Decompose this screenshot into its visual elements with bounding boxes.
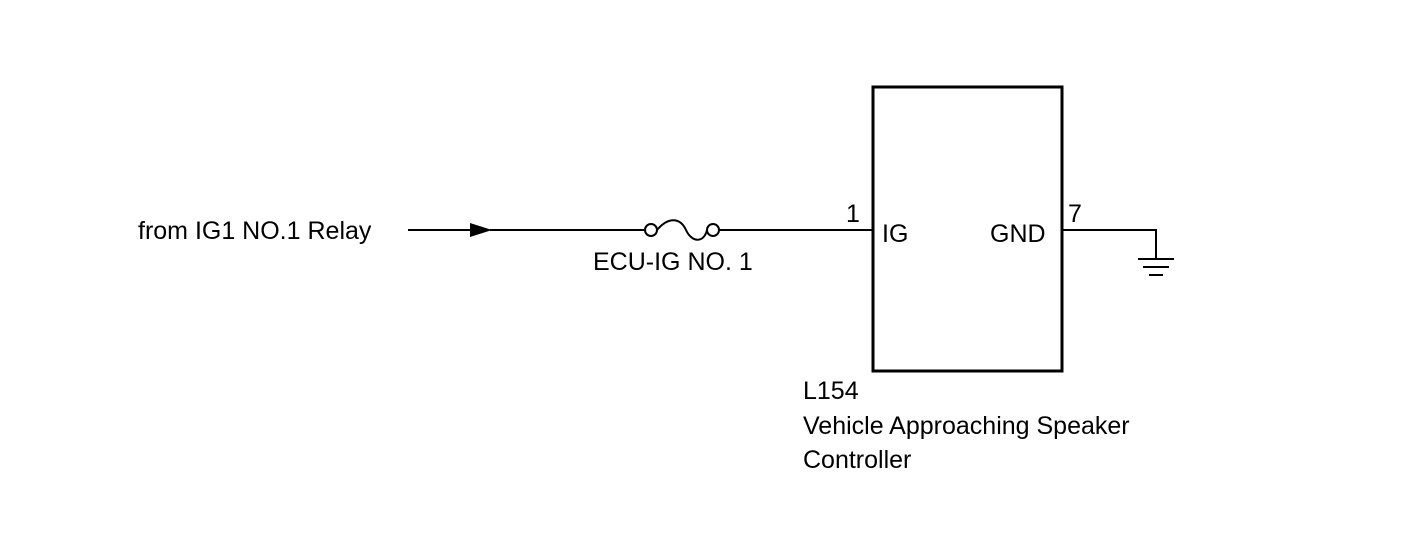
fuse-label: ECU-IG NO. 1 bbox=[593, 248, 753, 276]
component-box bbox=[871, 85, 1064, 373]
component-name-line1: Vehicle Approaching Speaker bbox=[803, 412, 1130, 440]
component-name-line2: Controller bbox=[803, 446, 911, 474]
pin-ig-number: 1 bbox=[846, 200, 860, 228]
pin-gnd-number: 7 bbox=[1068, 200, 1082, 228]
component-code: L154 bbox=[803, 377, 859, 405]
fuse-icon bbox=[644, 219, 720, 241]
pin-ig-label: IG bbox=[882, 220, 908, 248]
ground-wire bbox=[1062, 229, 1157, 258]
arrow-right-icon bbox=[470, 223, 492, 237]
ground-icon bbox=[1138, 258, 1174, 276]
pin-gnd-label: GND bbox=[990, 220, 1046, 248]
source-label: from IG1 NO.1 Relay bbox=[138, 217, 372, 245]
